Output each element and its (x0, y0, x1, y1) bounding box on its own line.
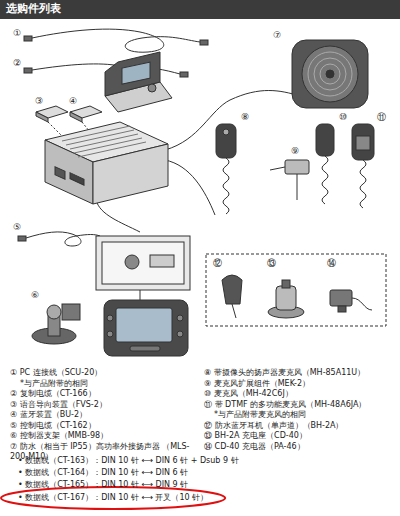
external-speaker (292, 40, 368, 108)
callout-number: ⑭ (326, 258, 337, 268)
list-item: ⑬ BH-2A 充电座（CD-40） (204, 431, 307, 441)
list-item: ⑧ 带摄像头的扬声器麦克风（MH-85A11U） (204, 368, 365, 378)
list-item: ⑫ 防水蓝牙耳机（单声道）（BH-2A） (204, 421, 344, 431)
callout-number: ⑤ (12, 222, 22, 232)
list-note: *与产品附带麦克风的相同 (214, 410, 306, 420)
controller-bracket (32, 304, 80, 344)
controller-head (96, 236, 190, 356)
main-unit (45, 52, 172, 204)
list-item: ⑩ 麦克风（MH-42C6J） (204, 389, 293, 399)
callout-number: ④ (68, 96, 78, 106)
list-item: ② 复制电缆（CT-166） (10, 389, 96, 399)
list-item: ⑭ CD-40 充电器（PA-46） (204, 442, 305, 452)
callout-number: ⑫ (212, 258, 223, 268)
callout-number: ① (12, 28, 22, 38)
callout-number: ⑩ (338, 112, 348, 122)
microphones (216, 124, 374, 214)
list-item: ④ 蓝牙装置（BU-2） (10, 410, 87, 420)
callout-number: ③ (34, 96, 44, 106)
callout-number: ⑪ (376, 112, 387, 122)
callout-number: ⑦ (272, 30, 282, 40)
highlight-ring (1, 487, 225, 509)
list-item: ③ 语音导向装置（FVS-2） (10, 400, 107, 410)
list-item: ⑥ 控制器支架（MMB-98） (10, 431, 108, 441)
callout-number: ⑬ (266, 258, 277, 268)
list-item: ⑨ 麦克风扩展组件（MEK-2） (204, 379, 310, 389)
data-cable-item: • 数据线（CT-163）：DIN 10 针 ⟷ DIN 6 针 + Dsub … (18, 456, 239, 466)
data-cable-item: • 数据线（CT-164）：DIN 10 针 ⟷ DIN 6 针 (18, 468, 188, 478)
data-cable-item: • 数据线（CT-167）：DIN 10 针 ⟷ 开叉（10 针） (18, 493, 208, 503)
list-item: ⑪ 带 DTMF 的多功能麦克风（MH-48A6JA） (204, 400, 366, 410)
callout-number: ② (12, 58, 22, 68)
callout-number: ⑥ (30, 290, 40, 300)
callout-number: ⑧ (240, 112, 250, 122)
list-item: ⑤ 控制电缆（CT-162） (10, 421, 96, 431)
bluetooth-inset (206, 254, 386, 326)
list-note: *与产品附带的相同 (20, 379, 88, 389)
title-bar (0, 0, 400, 19)
list-item: ① PC 连接线（SCU-20） (10, 368, 102, 378)
page-title: 选购件列表 (6, 2, 61, 16)
callout-number: ⑨ (290, 146, 300, 156)
cables (18, 29, 300, 246)
data-cable-item: • 数据线（CT-165）：DIN 10 针 ⟷ DIN 9 针 (18, 480, 188, 490)
